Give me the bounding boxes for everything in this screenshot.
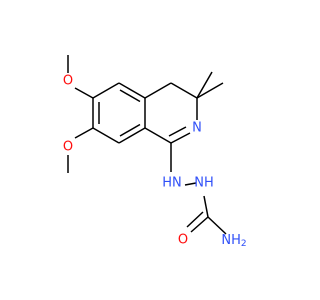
bond-c8a-c8 <box>118 127 146 144</box>
atom-o-methoxy-bottom: O <box>63 140 73 155</box>
bond-n2-c1-double <box>168 126 187 137</box>
bond-c6-c5 <box>92 82 120 99</box>
bond-c5-c4a-inner <box>119 89 141 103</box>
bond-o-top-c6 <box>74 87 94 99</box>
atom-o-methoxy-top: O <box>63 74 73 89</box>
bond-c4a-c4 <box>144 82 172 99</box>
bond-c3-methyl-b <box>196 71 213 99</box>
bond-c8-c7 <box>92 127 120 144</box>
bond-c5-c4a <box>118 82 146 99</box>
atom-hn-hydrazine: HN <box>162 176 182 191</box>
bond-c7-o-bottom <box>74 127 94 139</box>
atom-nh2: NH2 <box>221 233 246 250</box>
bond-c1-c8a <box>144 127 172 144</box>
atom-labels: O O N HN NH O NH2 <box>63 74 247 250</box>
molecule-structure: O O N HN NH O NH2 <box>0 0 300 300</box>
atom-o-carbonyl: O <box>178 233 188 248</box>
nh2-subscript: 2 <box>241 239 247 249</box>
bond-c4-c3 <box>170 82 198 99</box>
bond-c8a-c8-inner <box>119 123 141 137</box>
atom-nh-hydrazine: NH <box>194 176 214 191</box>
bond-nh1-nh2 <box>184 182 197 186</box>
bond-c3-methyl-a <box>196 82 224 99</box>
background <box>0 0 300 300</box>
bond-nh2-carbonyl-c <box>203 195 209 218</box>
atom-n-ring: N <box>192 121 202 136</box>
bonds <box>67 55 227 235</box>
bond-carbonyl-c-o-double <box>186 211 204 228</box>
bond-carbonyl-c-nh2 <box>207 216 227 235</box>
bond-n2-c1 <box>170 132 191 144</box>
bond-carbonyl-c-o <box>190 216 209 233</box>
